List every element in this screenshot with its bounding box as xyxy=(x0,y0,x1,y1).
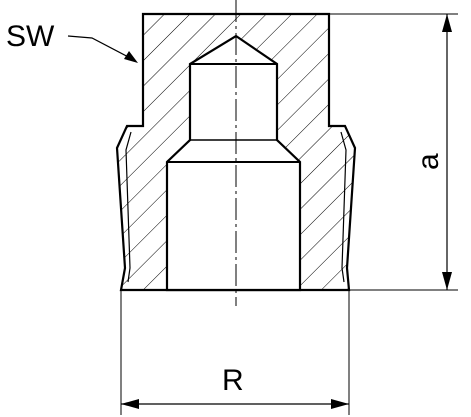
label-r: R xyxy=(222,364,244,397)
arrowhead-a-bottom xyxy=(442,272,452,290)
label-sw: SW xyxy=(6,20,55,53)
label-a: a xyxy=(412,153,445,170)
arrowhead-a-top xyxy=(442,14,452,32)
thread-edge-right xyxy=(340,131,347,283)
hatched-section xyxy=(117,14,355,290)
sw-leader-line xyxy=(67,35,135,61)
arrowhead-r-right xyxy=(331,399,349,409)
sw-leader-arrow xyxy=(124,51,138,63)
thread-edge-left xyxy=(125,131,132,283)
arrowhead-r-left xyxy=(121,399,139,409)
